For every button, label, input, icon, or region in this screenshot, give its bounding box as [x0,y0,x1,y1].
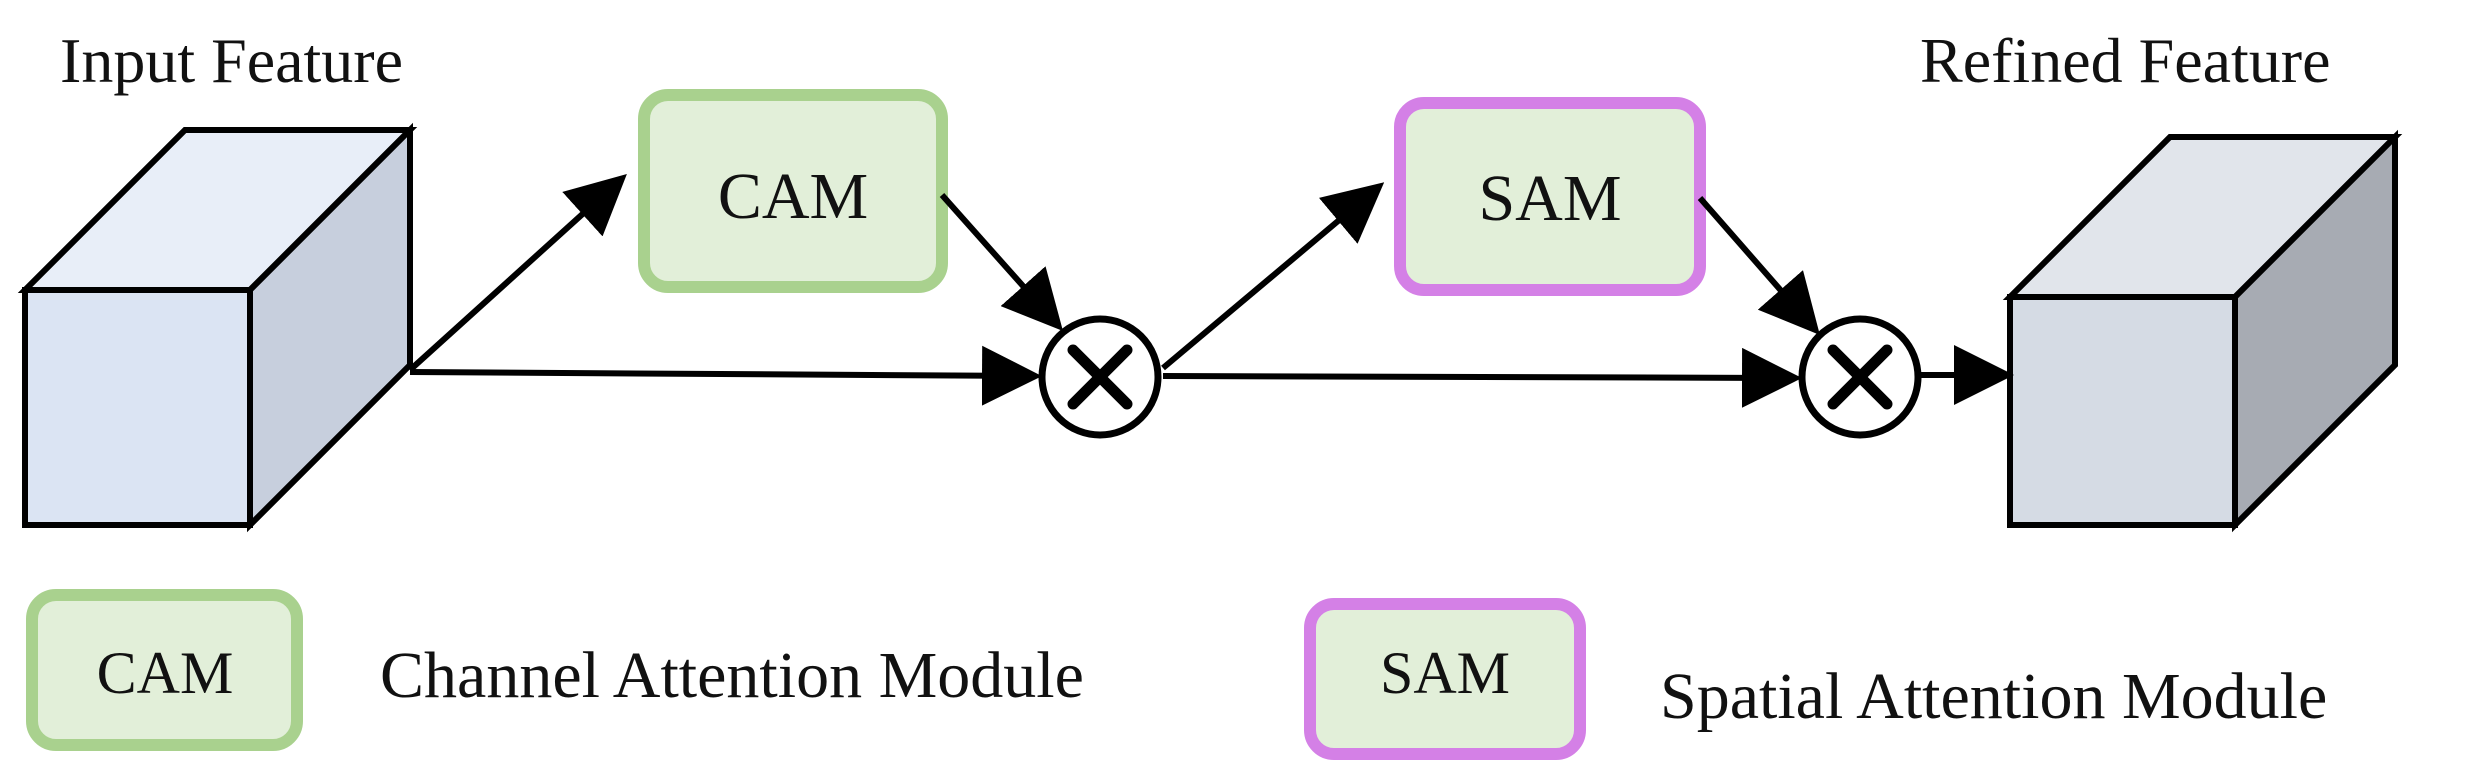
arrow-cam-to-multiply-1 [939,193,1063,331]
input-feature-label: Input Feature [60,25,403,96]
multiply-cross-2b [1827,344,1893,410]
arrow-multiply-1-to-multiply-2 [1162,347,1802,408]
cam-box [638,89,948,293]
multiply-cross-1b [1067,344,1133,410]
input-feature-cube [17,122,418,533]
arrow-sam-to-multiply-2 [1697,196,1820,336]
legend-sam-description: Spatial Attention Module [1660,660,2327,733]
cam-module: CAM [638,89,948,293]
legend-cam-box [26,589,303,751]
legend-cam-label: CAM [97,640,234,706]
legend-sam: SAM Spatial Attention Module [1304,598,2327,760]
arrow-input-to-cam [407,173,627,373]
input-cube-front-face [22,287,253,528]
sam-label: SAM [1478,162,1621,235]
multiply-operator-2 [1798,315,1922,439]
refined-cube-front-face [2007,294,2238,528]
legend-sam-label: SAM [1380,640,1510,706]
cam-label: CAM [718,160,868,233]
legend-cam: CAM Channel Attention Module [26,589,1084,751]
multiply-operator-1 [1038,315,1162,439]
refined-feature-label: Refined Feature [1920,25,2331,96]
arrow-input-to-multiply-1 [409,345,1042,406]
arrow-multiply-1-to-sam [1161,182,1385,371]
legend-sam-box [1304,598,1586,760]
refined-feature-cube [2002,129,2403,533]
legend: CAM Channel Attention Module SAM Spatial… [26,589,2327,760]
legend-cam-description: Channel Attention Module [380,639,1084,712]
sam-module: SAM [1394,97,1706,296]
sam-box [1394,97,1706,296]
